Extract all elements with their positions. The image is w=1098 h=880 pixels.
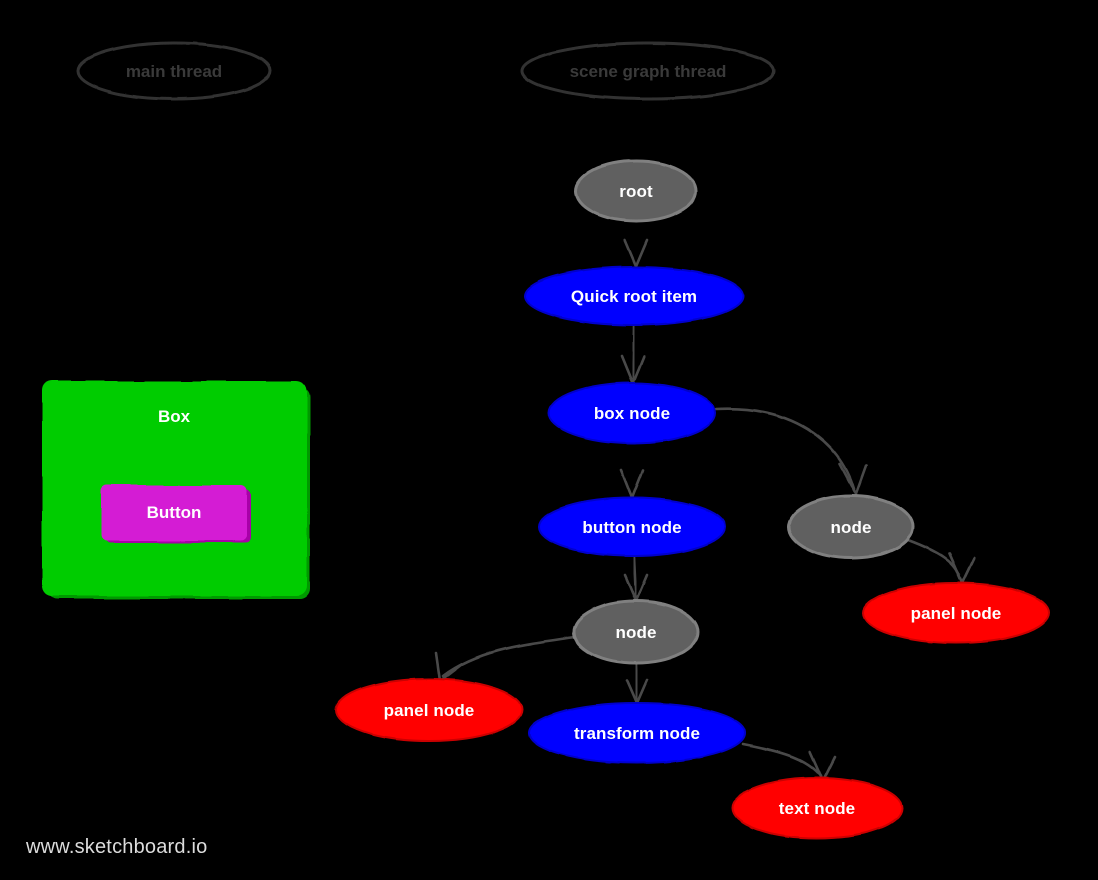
button-shape-rect[interactable]: [101, 485, 247, 541]
edge-box-node-to-node-right: [714, 407, 868, 496]
thread-group-main[interactable]: [76, 41, 272, 101]
node-node-center[interactable]: [572, 599, 700, 665]
scene-graph-thread-ellipse[interactable]: [520, 41, 776, 101]
edge-node-center-to-panel-node-left: [434, 635, 577, 683]
sketchboard-watermark: www.sketchboard.io: [26, 836, 208, 858]
node-panel-node-right[interactable]: [862, 582, 1050, 644]
node-text-node[interactable]: [731, 777, 903, 839]
edges-group: [434, 220, 976, 783]
node-root[interactable]: [574, 159, 698, 223]
node-button-node[interactable]: [538, 497, 726, 557]
edge-transform-node-to-text-node: [741, 742, 837, 783]
edge-quick-root-item-to-box-node: [620, 324, 646, 385]
nodes-group: [335, 159, 1050, 839]
edge-node-right-to-panel-node-right: [906, 538, 976, 585]
node-transform-node[interactable]: [528, 702, 746, 764]
edge-root-to-quick-root-item: [623, 220, 649, 268]
node-panel-node-left[interactable]: [335, 678, 523, 742]
edge-button-node-to-node-center: [623, 555, 649, 603]
node-node-right[interactable]: [787, 494, 915, 560]
button-shape-group[interactable]: [101, 485, 251, 543]
thread-group-scene-graph[interactable]: [520, 41, 776, 101]
node-quick-root-item[interactable]: [524, 266, 744, 326]
edge-node-center-to-transform-node: [625, 661, 649, 705]
main-thread-ellipse[interactable]: [76, 41, 272, 101]
node-box-node[interactable]: [548, 382, 716, 444]
edge-box-node-to-button-node: [619, 442, 645, 500]
